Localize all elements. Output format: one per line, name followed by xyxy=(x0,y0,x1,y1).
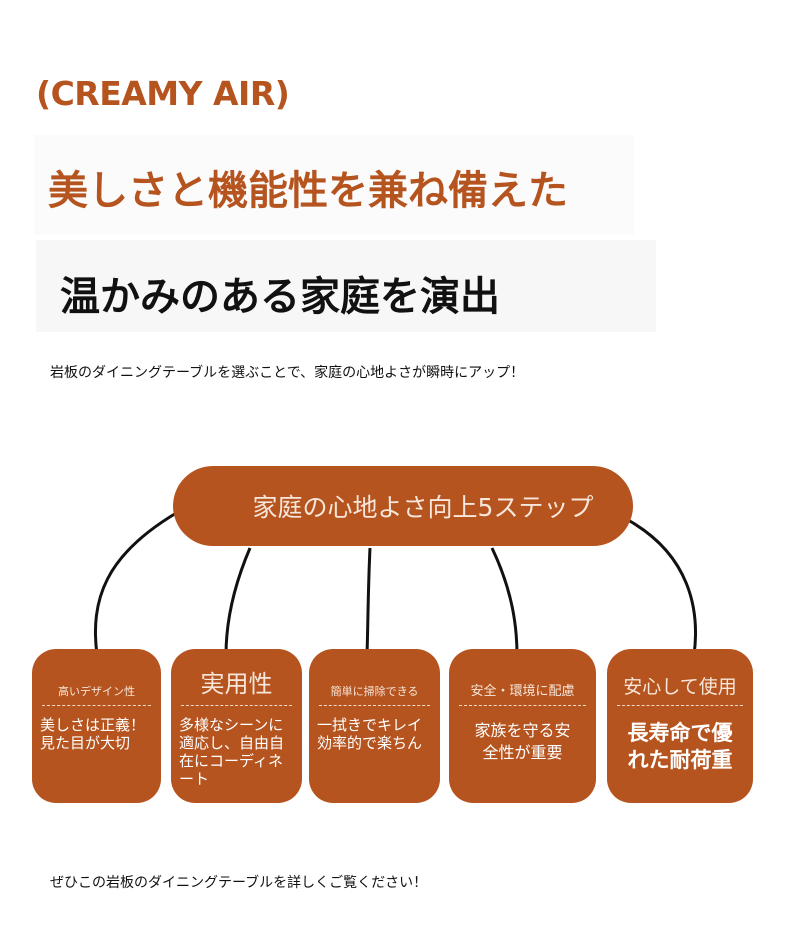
headline-secondary: 温かみのある家庭を演出 xyxy=(60,274,500,320)
step-card-2: 実用性 多様なシーンに適応し、自由自在にコーディネート xyxy=(171,649,302,803)
card-divider xyxy=(459,705,586,706)
step-card-title: 簡単に掃除できる xyxy=(330,685,419,698)
connector-line-1 xyxy=(93,510,179,656)
step-card-title: 安心して使用 xyxy=(623,676,737,698)
headline-primary: 美しさと機能性を兼ね備えた xyxy=(48,168,568,214)
step-card-title: 実用性 xyxy=(200,670,273,698)
headline-band xyxy=(34,135,634,235)
step-card-body: 長寿命で優れた耐荷重 xyxy=(627,721,733,772)
step-card-title: 高いデザイン性 xyxy=(58,685,135,698)
subheadline-band xyxy=(36,240,656,332)
center-node: 家庭の心地よさ向上5ステップ xyxy=(173,466,633,546)
connector-line-5 xyxy=(627,518,697,656)
step-card-1: 高いデザイン性 美しさは正義！見た目が大切 xyxy=(32,649,161,803)
card-divider xyxy=(617,705,743,706)
step-card-3: 簡単に掃除できる 一拭きでキレイ効率的で楽ちん xyxy=(309,649,440,803)
card-divider xyxy=(42,705,151,706)
card-divider xyxy=(319,705,430,706)
connector-line-4 xyxy=(490,547,519,656)
step-card-5: 安心して使用 長寿命で優れた耐荷重 xyxy=(607,649,753,803)
connector-line-3 xyxy=(365,547,372,656)
step-card-body: 家族を守る安全性が重要 xyxy=(474,721,571,762)
step-card-body: 一拭きでキレイ効率的で楽ちん xyxy=(317,716,423,752)
brand-name: (CREAMY AIR) xyxy=(36,74,290,113)
center-node-label: 家庭の心地よさ向上5ステップ xyxy=(252,493,594,522)
step-card-body: 美しさは正義！見た目が大切 xyxy=(40,716,146,752)
step-card-body: 多様なシーンに適応し、自由自在にコーディネート xyxy=(179,716,285,788)
step-card-title: 安全・環境に配慮 xyxy=(470,684,575,699)
footer-text: ぜひこの岩板のダイニングテーブルを詳しくご覧ください！ xyxy=(50,875,428,891)
step-card-4: 安全・環境に配慮 家族を守る安全性が重要 xyxy=(449,649,596,803)
connector-line-2 xyxy=(224,547,252,656)
card-divider xyxy=(181,705,292,706)
description-text: 岩板のダイニングテーブルを選ぶことで、家庭の心地よさが瞬時にアップ！ xyxy=(50,365,525,381)
